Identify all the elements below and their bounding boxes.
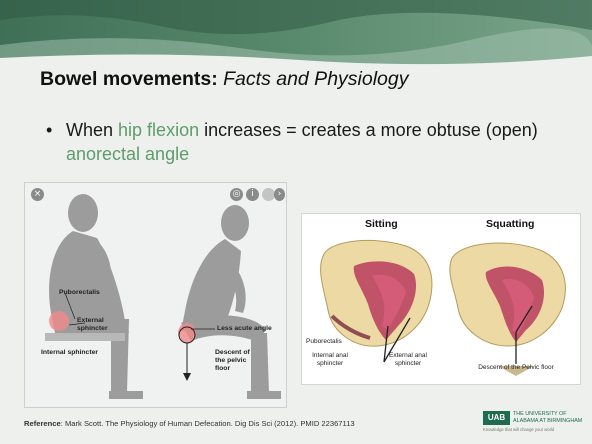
highlight-hip-flexion: hip flexion: [118, 120, 199, 140]
label-descent-pelvic-floor-diagram: Descent of the Pelvic floor: [464, 364, 568, 372]
reference-text: : Mark Scott. The Physiology of Human De…: [61, 419, 355, 428]
label-external-anal-sphincter: External anal sphincter: [386, 352, 430, 367]
title-bold: Bowel movements:: [40, 68, 218, 90]
label-internal-sphincter: Internal sphincter: [41, 349, 98, 357]
label-external-sphincter: External sphincter: [77, 317, 117, 333]
uab-name-line1: THE UNIVERSITY OF: [513, 411, 567, 417]
uab-name-line2: ALABAMA AT BIRMINGHAM: [513, 418, 582, 424]
anorectal-diagram: Sitting Squatting Puborectalis Internal …: [301, 213, 581, 385]
label-internal-anal-sphincter: Internal anal sphincter: [308, 352, 352, 367]
info-icon[interactable]: i: [246, 188, 259, 201]
slide-banner: [0, 0, 592, 66]
lens-icon[interactable]: ◎: [230, 188, 243, 201]
bullet-dot: •: [46, 118, 52, 142]
bullet-point: • When hip flexion increases = creates a…: [46, 118, 566, 166]
bullet-text: When hip flexion increases = creates a m…: [46, 118, 566, 166]
title-italic: Facts and Physiology: [223, 68, 408, 90]
label-puborectalis-diagram: Puborectalis: [306, 338, 342, 346]
uab-tagline: Knowledge that will change your world: [483, 427, 554, 432]
posture-image: × ◎ i › Puborectalis External sphincter …: [24, 182, 287, 408]
uab-logo-mark: UAB: [483, 411, 510, 425]
bullet-text-2: increases = creates a more obtuse (open): [199, 120, 538, 140]
close-icon[interactable]: ×: [31, 188, 44, 201]
label-less-acute-angle: Less acute angle: [217, 325, 283, 333]
highlight-anorectal-angle: anorectal angle: [66, 144, 189, 164]
squatting-pelvis: [450, 243, 565, 376]
reference-label: Reference: [24, 419, 61, 428]
label-descent-pelvic-floor: Descent of the pelvic floor: [215, 349, 261, 373]
slide-title: Bowel movements: Facts and Physiology: [40, 68, 560, 91]
label-puborectalis: Puborectalis: [59, 289, 100, 297]
reference-line: Reference: Mark Scott. The Physiology of…: [24, 419, 355, 428]
bullet-text-1: When: [66, 120, 118, 140]
next-icon[interactable]: ›: [274, 188, 285, 201]
